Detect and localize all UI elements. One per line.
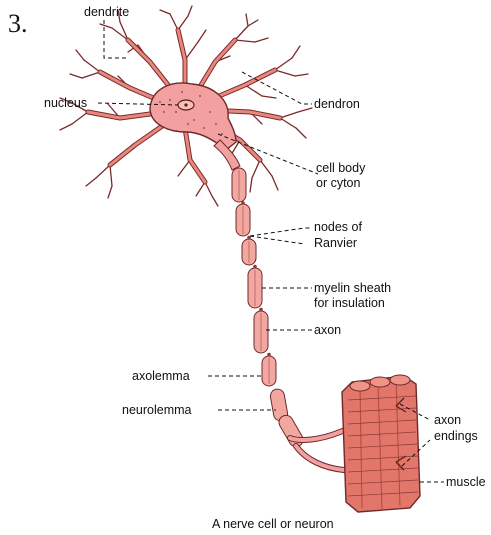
label-for-insulation: for insulation [314,296,385,310]
label-axolemma: axolemma [132,369,190,383]
label-cyton: or cyton [316,176,361,190]
label-dendron: dendron [314,97,360,111]
label-ranvier: Ranvier [314,236,357,250]
label-axon-endings-2: endings [434,429,478,443]
label-dendrite: dendrite [84,5,129,19]
label-neurolemma: neurolemma [122,403,192,417]
label-nucleus: nucleus [44,96,87,110]
label-muscle: muscle [446,475,486,489]
label-cell-body: cell body [316,161,366,175]
label-myelin-sheath: myelin sheath [314,281,391,295]
label-axon: axon [314,323,341,337]
figure-caption: A nerve cell or neuron [212,517,334,531]
figure-number: 3. [8,9,28,38]
label-nodes-of: nodes of [314,220,362,234]
muscle-fibres [342,375,420,512]
label-axon-endings-1: axon [434,413,461,427]
